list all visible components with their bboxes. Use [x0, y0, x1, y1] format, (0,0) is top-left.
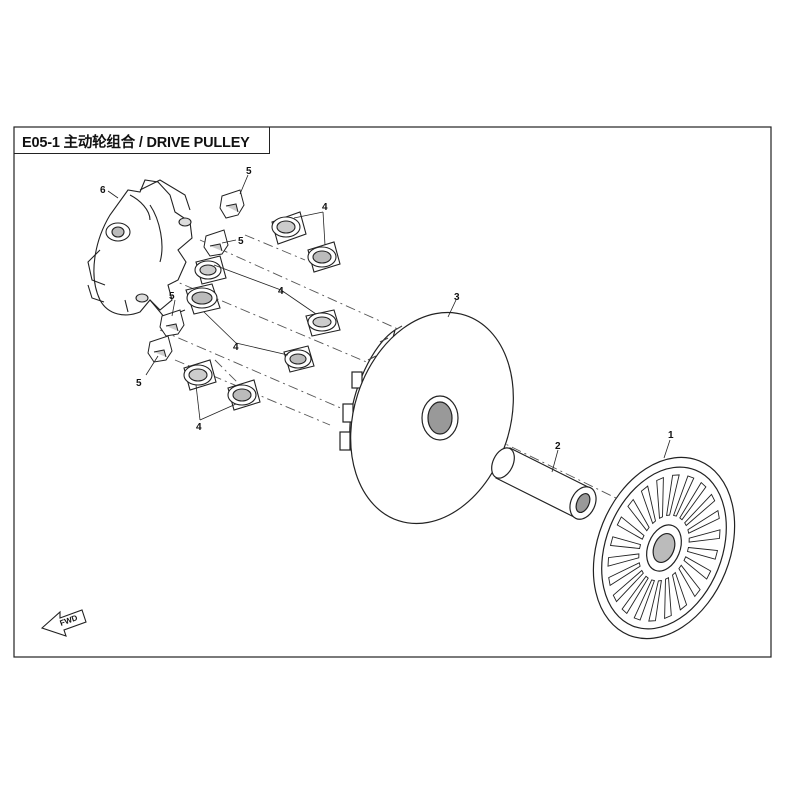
roller-weight-4	[185, 283, 221, 315]
fan-blade	[633, 579, 655, 621]
pulley-sleeve	[491, 447, 597, 520]
fan-blade	[612, 569, 644, 603]
roller-weight-8	[227, 379, 261, 411]
callout-4-lower: 4	[196, 422, 202, 433]
forward-direction-arrow: FWD	[40, 609, 87, 637]
callout-5-lower: 5	[136, 378, 142, 389]
fan-blade	[686, 547, 719, 560]
diagram-frame	[13, 126, 772, 658]
fan-blade	[687, 509, 720, 534]
roller-weight-7	[183, 359, 217, 391]
fan-blade	[664, 576, 672, 620]
roller-weight-1	[271, 211, 307, 245]
slider-piece-middle	[203, 229, 229, 257]
fan-blade	[607, 553, 640, 567]
callout-4-middle: 4	[278, 286, 284, 297]
fan-blade	[621, 575, 649, 615]
callout-5-upper: 5	[246, 166, 252, 177]
fan-blade	[683, 556, 712, 580]
callout-6: 6	[100, 185, 106, 196]
fan-blade	[688, 529, 721, 543]
callout-numbers: 6 5 5 5 5 4 4 4 4 3 2 1	[100, 166, 674, 452]
fixed-sheave	[592, 456, 736, 640]
roller-weight-3	[194, 255, 227, 285]
fan-blade	[678, 564, 701, 598]
leader-lines	[107, 174, 671, 473]
slider-piece-lower	[147, 335, 173, 363]
fan-blades	[607, 474, 721, 622]
page-title: E05-1 主动轮组合 / DRIVE PULLEY	[22, 135, 250, 151]
fan-blade	[684, 493, 716, 527]
fan-blade	[666, 474, 680, 517]
callout-5-left: 5	[169, 291, 175, 302]
fan-blade	[616, 516, 645, 540]
fan-blade	[609, 536, 642, 549]
callout-4-upper: 4	[322, 202, 328, 213]
ramp-plate	[87, 179, 193, 319]
callout-2: 2	[555, 441, 561, 452]
slider-piece-upper	[219, 189, 245, 219]
fan-blade	[608, 562, 641, 587]
fan-blade	[640, 485, 656, 525]
fan-blade	[648, 579, 662, 622]
callout-5-middle: 5	[238, 236, 244, 247]
fan-blade	[627, 498, 650, 532]
roller-weight-2	[307, 241, 341, 273]
callout-1: 1	[668, 430, 674, 441]
callout-4-lower-middle: 4	[233, 342, 239, 353]
slider-piece-left	[159, 309, 185, 337]
fan-blade	[672, 571, 688, 611]
fan-blade	[679, 481, 707, 521]
roller-weight-5	[305, 309, 341, 337]
roller-weight-6	[283, 345, 315, 373]
callout-3: 3	[454, 292, 460, 303]
fan-blade	[656, 476, 664, 520]
movable-sheave	[339, 311, 514, 525]
title-box	[14, 127, 270, 154]
fan-blade	[673, 475, 695, 517]
